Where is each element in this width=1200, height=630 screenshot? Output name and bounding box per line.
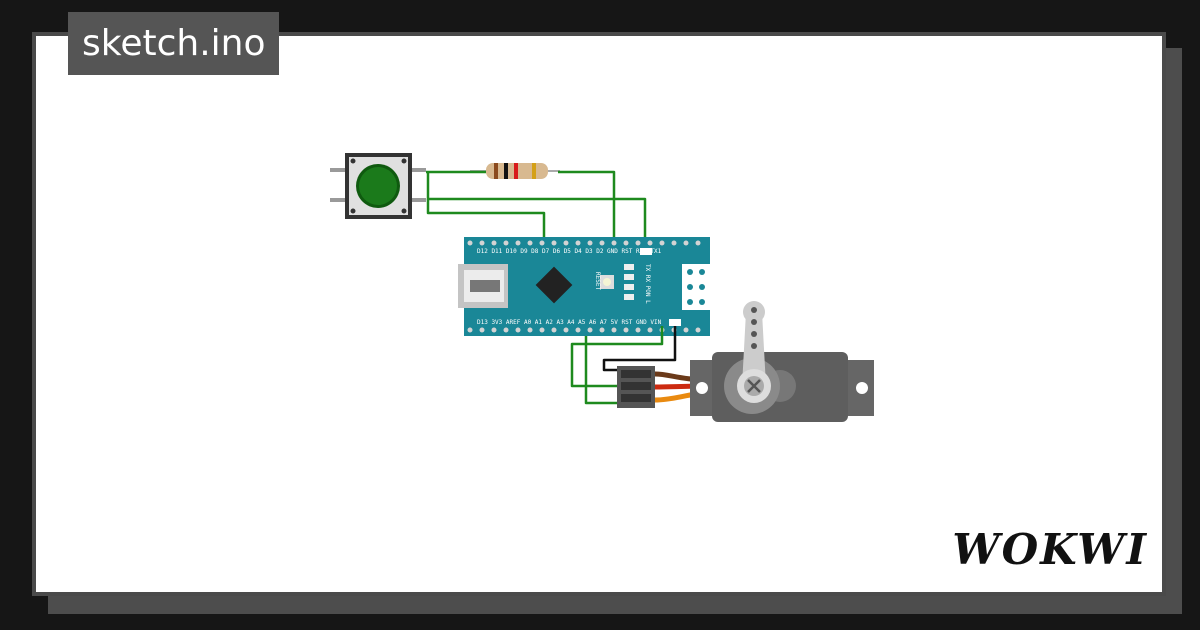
- servo-motor-icon[interactable]: [690, 301, 874, 422]
- wokwi-logo: WOKWI: [952, 525, 1148, 574]
- board-bottom-labels: D13 3V3 AREF A0 A1 A2 A3 A4 A5 A6 A7 5V …: [477, 319, 662, 326]
- file-title[interactable]: sketch.ino: [68, 12, 280, 75]
- pushbutton-icon[interactable]: [330, 153, 426, 219]
- arduino-nano-icon[interactable]: D12 D11 D10 D9 D8 D7 D6 D5 D4 D3 D2 GND …: [458, 237, 710, 336]
- board-top-labels: D12 D11 D10 D9 D8 D7 D6 D5 D4 D3 D2 GND …: [477, 248, 662, 255]
- wire-black[interactable]: [602, 326, 677, 372]
- led-labels: TX RX PON L: [644, 264, 651, 304]
- wire-green-servo[interactable]: [570, 326, 664, 388]
- reset-label: RESET: [594, 272, 601, 290]
